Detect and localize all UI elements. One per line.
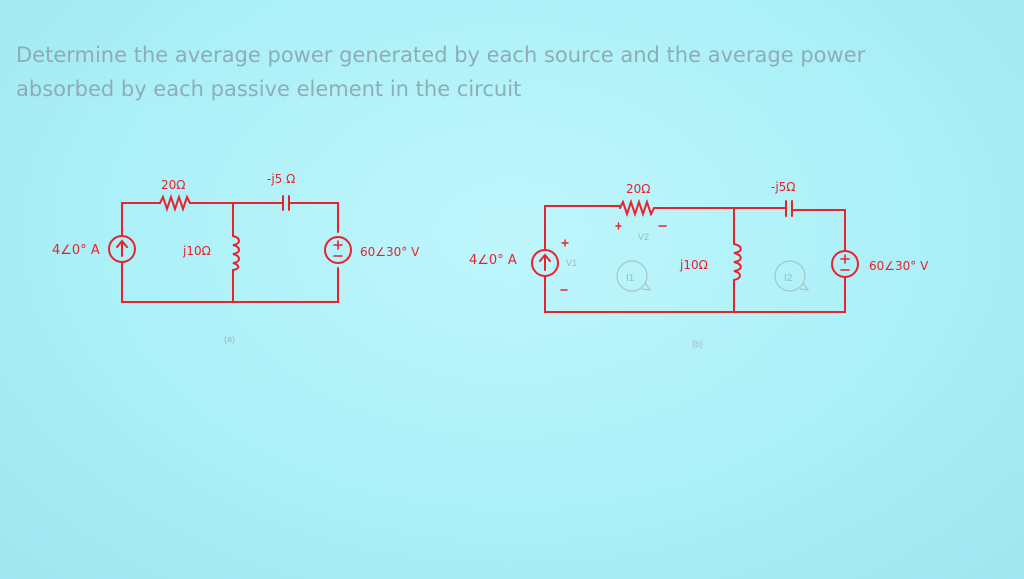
circuit-b-current-arrow (539, 253, 551, 271)
circuit-b-mesh1-label: I1 (626, 273, 635, 284)
circuit-b-bottom-wire (544, 275, 846, 313)
circuit-a-bottom-wire (121, 262, 339, 303)
circuit-a-inductor-label: j10Ω (182, 244, 211, 258)
circuit-a-resistor (159, 193, 191, 213)
circuit-b-mesh-markers (616, 260, 810, 292)
circuit-b-top-wire-left (544, 205, 621, 251)
circuit-b-voltage-source-label: 60∠30° V (869, 259, 929, 273)
mesh-2-icon (774, 260, 806, 292)
circuit-b-capacitor-label: -j5Ω (771, 180, 795, 194)
circuit-a-resistor-label: 20Ω (161, 178, 185, 192)
circuit-b-resistor-label: 20Ω (626, 182, 650, 196)
circuit-b-resistor (619, 198, 655, 218)
circuit-a-top-wire-right (288, 202, 339, 233)
circuit-b-inductor (733, 243, 742, 281)
mesh-1-arrow-icon (641, 282, 652, 291)
circuit-a-capacitor-label: -j5 Ω (267, 172, 295, 186)
problem-statement: Determine the average power generated by… (16, 38, 1006, 106)
mesh-1-icon (616, 260, 648, 292)
circuit-a-voltage-source (324, 236, 352, 264)
circuit-a-caption: (a) (224, 334, 235, 344)
circuit-b-v1-label: V1 (566, 258, 577, 268)
circuit-b-current-source-label: 4∠0° A (469, 253, 517, 268)
circuit-b-current-source (531, 249, 559, 277)
circuit-b-caption: (b) (692, 339, 703, 349)
circuit-b-capacitor (785, 200, 793, 217)
mesh-2-arrow-icon (799, 282, 810, 291)
circuit-a-voltage-plus (333, 240, 343, 250)
circuit-a-current-source (108, 235, 136, 263)
circuit-b-v2-label: V2 (638, 232, 649, 242)
circuit-b-top-wire-right (791, 209, 846, 251)
circuit-a-current-source-label: 4∠0° A (52, 243, 100, 258)
circuit-b-v1-plus (561, 239, 569, 247)
circuit-a-inductor (232, 235, 240, 271)
circuit-a (108, 193, 352, 303)
problem-line-1: Determine the average power generated by… (16, 43, 866, 67)
circuit-b-inductor-label: j10Ω (679, 258, 708, 272)
problem-line-2: absorbed by each passive element in the … (16, 77, 522, 101)
circuit-b (531, 198, 859, 313)
circuit-a-voltage-source-label: 60∠30° V (360, 245, 420, 259)
circuit-b-voltage-source (831, 250, 859, 278)
circuit-a-top-wire-left (121, 202, 161, 236)
circuit-b-v2-plus (615, 222, 622, 230)
circuit-a-current-arrow (116, 239, 128, 257)
circuit-b-mesh2-label: I2 (784, 273, 793, 284)
circuit-b-voltage-plus (840, 254, 850, 264)
